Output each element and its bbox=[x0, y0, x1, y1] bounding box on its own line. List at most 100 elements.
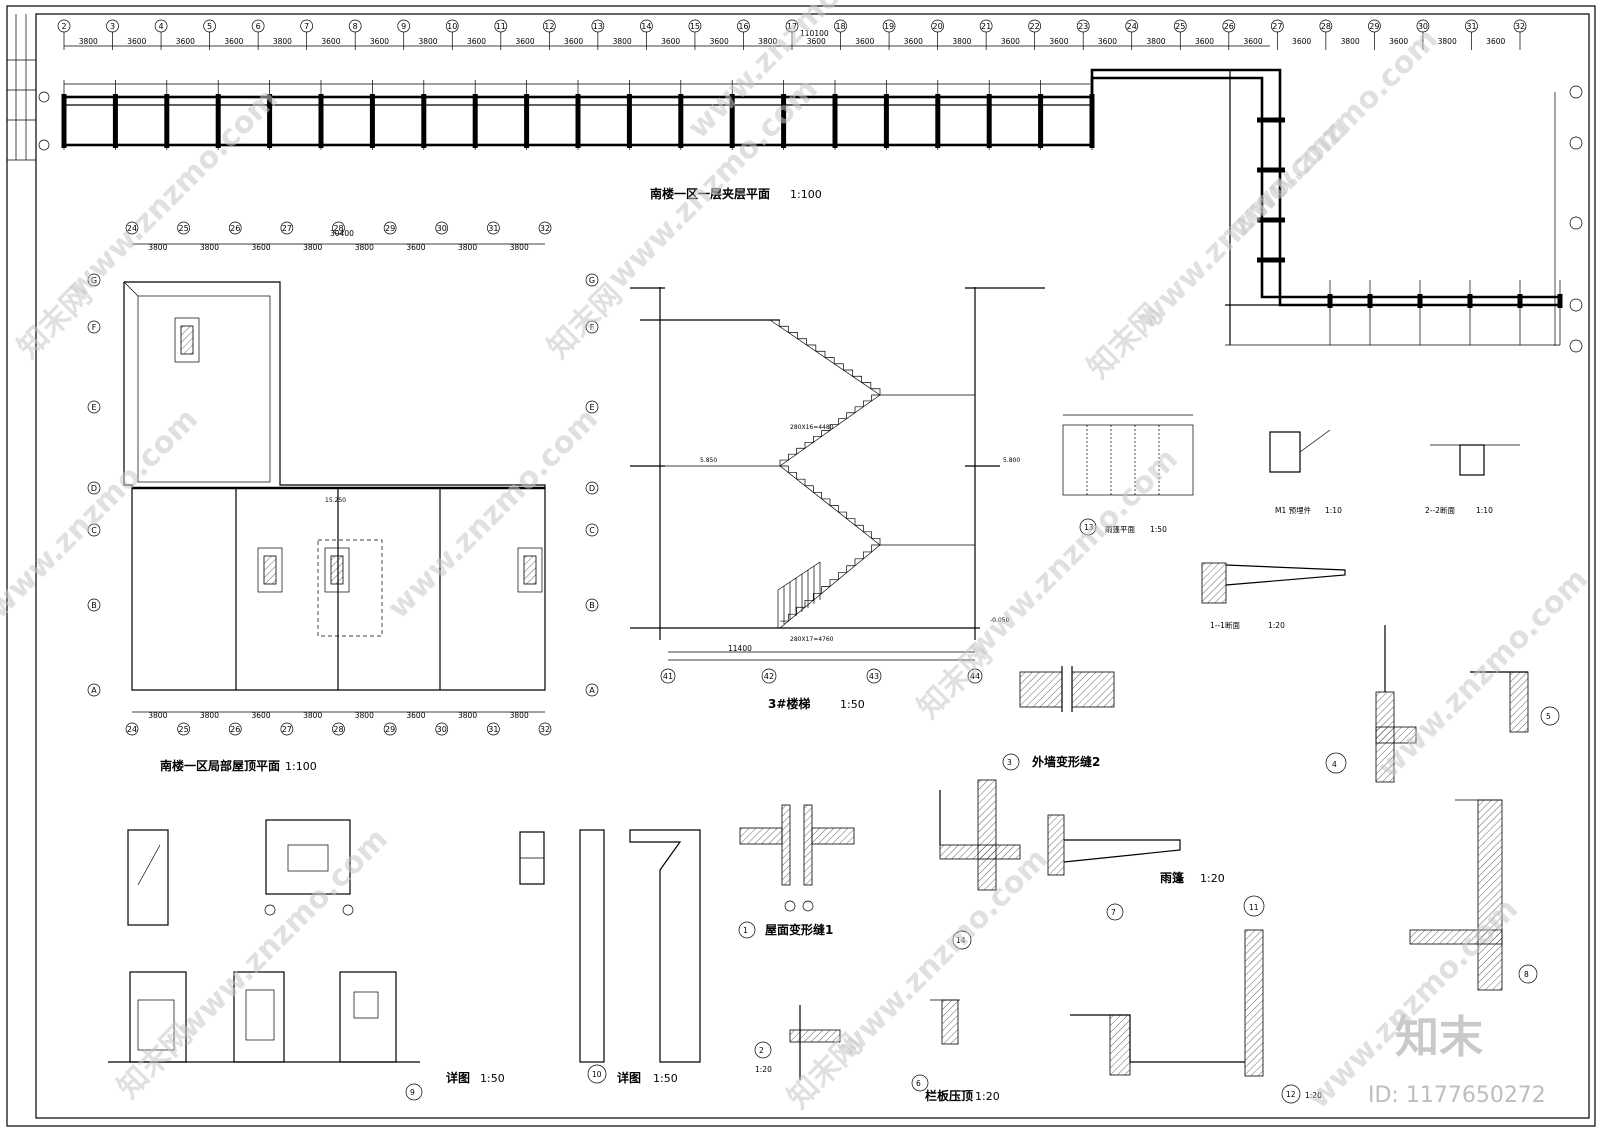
roof-hatch bbox=[180, 325, 194, 355]
axis-label: 25 bbox=[179, 224, 189, 233]
detail-1-num: 1 bbox=[743, 926, 748, 935]
detail-8-parapet: 8 bbox=[1409, 799, 1538, 991]
detail-6-parapet-coping: 6 栏板压顶 1:20 bbox=[911, 999, 1000, 1103]
axis-label: 20 bbox=[933, 22, 943, 31]
dim-label: 3600 bbox=[252, 243, 271, 252]
detail-5-num: 5 bbox=[1546, 712, 1551, 721]
axis-label: 13 bbox=[593, 22, 603, 31]
axis-label: 9 bbox=[401, 22, 406, 31]
svg-text:www.znzmo.com: www.znzmo.com bbox=[0, 402, 205, 626]
axis-label: 32 bbox=[1515, 22, 1525, 31]
axis-label: 17 bbox=[787, 22, 797, 31]
axis-label: 24 bbox=[1127, 22, 1137, 31]
axis-label: 26 bbox=[230, 725, 240, 734]
axis-label: 28 bbox=[1321, 22, 1331, 31]
stair-elev-c: -0.050 bbox=[990, 617, 1010, 624]
m1-scale: 1:10 bbox=[1325, 506, 1342, 515]
axis-label: 29 bbox=[1369, 22, 1379, 31]
roof-hatch-box bbox=[324, 547, 350, 593]
axis-bubble bbox=[332, 722, 345, 736]
column bbox=[1257, 117, 1285, 123]
dim-label: 3800 bbox=[458, 711, 477, 720]
detail-14: 14 bbox=[939, 779, 1021, 950]
axis-label: 22 bbox=[1030, 22, 1040, 31]
axis-label: E bbox=[589, 403, 594, 412]
svg-text:www.znzmo.com: www.znzmo.com bbox=[1221, 22, 1445, 246]
axis-bubble bbox=[585, 523, 599, 537]
column bbox=[1257, 217, 1285, 223]
roof-hatch bbox=[330, 555, 344, 585]
detail-2-num: 2 bbox=[759, 1046, 764, 1055]
axis-label: 5 bbox=[207, 22, 212, 31]
dim-label: 3800 bbox=[355, 711, 374, 720]
dim-label: 3800 bbox=[200, 243, 219, 252]
dim-label: 3600 bbox=[855, 37, 874, 46]
axis-bubble bbox=[87, 523, 101, 537]
dim-label: 3600 bbox=[1098, 37, 1117, 46]
dim-label: 3800 bbox=[355, 243, 374, 252]
axis-bubble bbox=[87, 320, 101, 334]
axis-bubble bbox=[332, 221, 345, 235]
axis-label: 16 bbox=[738, 22, 748, 31]
column bbox=[1257, 167, 1285, 173]
axis-label: 27 bbox=[282, 725, 292, 734]
detail-10-scale: 1:50 bbox=[653, 1072, 678, 1085]
stair-scale: 1:50 bbox=[840, 698, 865, 711]
axis-bubble bbox=[487, 722, 500, 736]
detail-7-title: 雨篷 bbox=[1160, 870, 1185, 885]
roof-hatch bbox=[263, 555, 277, 585]
roof-hatch-box bbox=[174, 317, 200, 363]
section-1-scale: 1:20 bbox=[1268, 621, 1285, 630]
dim-label: 3600 bbox=[467, 37, 486, 46]
axis-bubble bbox=[435, 722, 449, 736]
detail-6-title: 栏板压顶 bbox=[925, 1088, 973, 1103]
axis-label: D bbox=[589, 484, 595, 493]
detail-4-num: 4 bbox=[1332, 760, 1337, 769]
dim-label: 3600 bbox=[661, 37, 680, 46]
axis-label: E bbox=[91, 403, 96, 412]
axis-bubble bbox=[125, 722, 139, 736]
dim-label: 3600 bbox=[807, 37, 826, 46]
axis-label: 31 bbox=[488, 725, 498, 734]
axis-label: A bbox=[589, 686, 595, 695]
id-label: ID: 1177650272 bbox=[1368, 1083, 1546, 1108]
axis-label: B bbox=[91, 601, 97, 610]
roof-axis-bottom: 2438002538002636002738002838002936003038… bbox=[125, 711, 552, 736]
axis-label: F bbox=[590, 323, 595, 332]
right-axis-bubbles bbox=[1554, 85, 1583, 353]
stair-flight-1: 280X16=4480 bbox=[790, 424, 834, 431]
svg-text:www.znzmo.com: www.znzmo.com bbox=[961, 442, 1185, 666]
axis-label: 27 bbox=[1272, 22, 1282, 31]
dim-label: 3800 bbox=[510, 243, 529, 252]
axis-bubble bbox=[87, 481, 101, 495]
roof-plan: 2438002538002636002738002838002936003038… bbox=[87, 221, 599, 773]
axis-bubble bbox=[87, 273, 101, 287]
dim-label: 3800 bbox=[303, 711, 322, 720]
axis-label: 14 bbox=[641, 22, 651, 31]
dim-label: 3600 bbox=[1244, 37, 1263, 46]
dim-label: 3600 bbox=[1195, 37, 1214, 46]
dim-label: 3600 bbox=[516, 37, 535, 46]
roof-hatch-box bbox=[517, 547, 543, 593]
title-strip bbox=[7, 14, 36, 161]
svg-text:知末网: 知末网 bbox=[541, 277, 629, 365]
svg-text:www.znzmo.com: www.znzmo.com bbox=[1371, 562, 1595, 786]
axis-bubble bbox=[585, 683, 599, 697]
detail-14-num: 14 bbox=[956, 936, 966, 945]
axis-label: 25 bbox=[1175, 22, 1185, 31]
axis-label: 15 bbox=[690, 22, 700, 31]
dim-label: 3600 bbox=[1389, 37, 1408, 46]
axis-label: 21 bbox=[981, 22, 991, 31]
m1-embed-detail: M1 预埋件 1:10 bbox=[1269, 429, 1342, 515]
axis-label: 29 bbox=[385, 725, 395, 734]
detail-3-num: 3 bbox=[1007, 758, 1012, 767]
svg-text:www.znzmo.com: www.znzmo.com bbox=[61, 82, 285, 306]
dim-label: 3600 bbox=[224, 37, 243, 46]
l-wing-columns bbox=[1257, 117, 1563, 345]
dim-label: 3600 bbox=[252, 711, 271, 720]
